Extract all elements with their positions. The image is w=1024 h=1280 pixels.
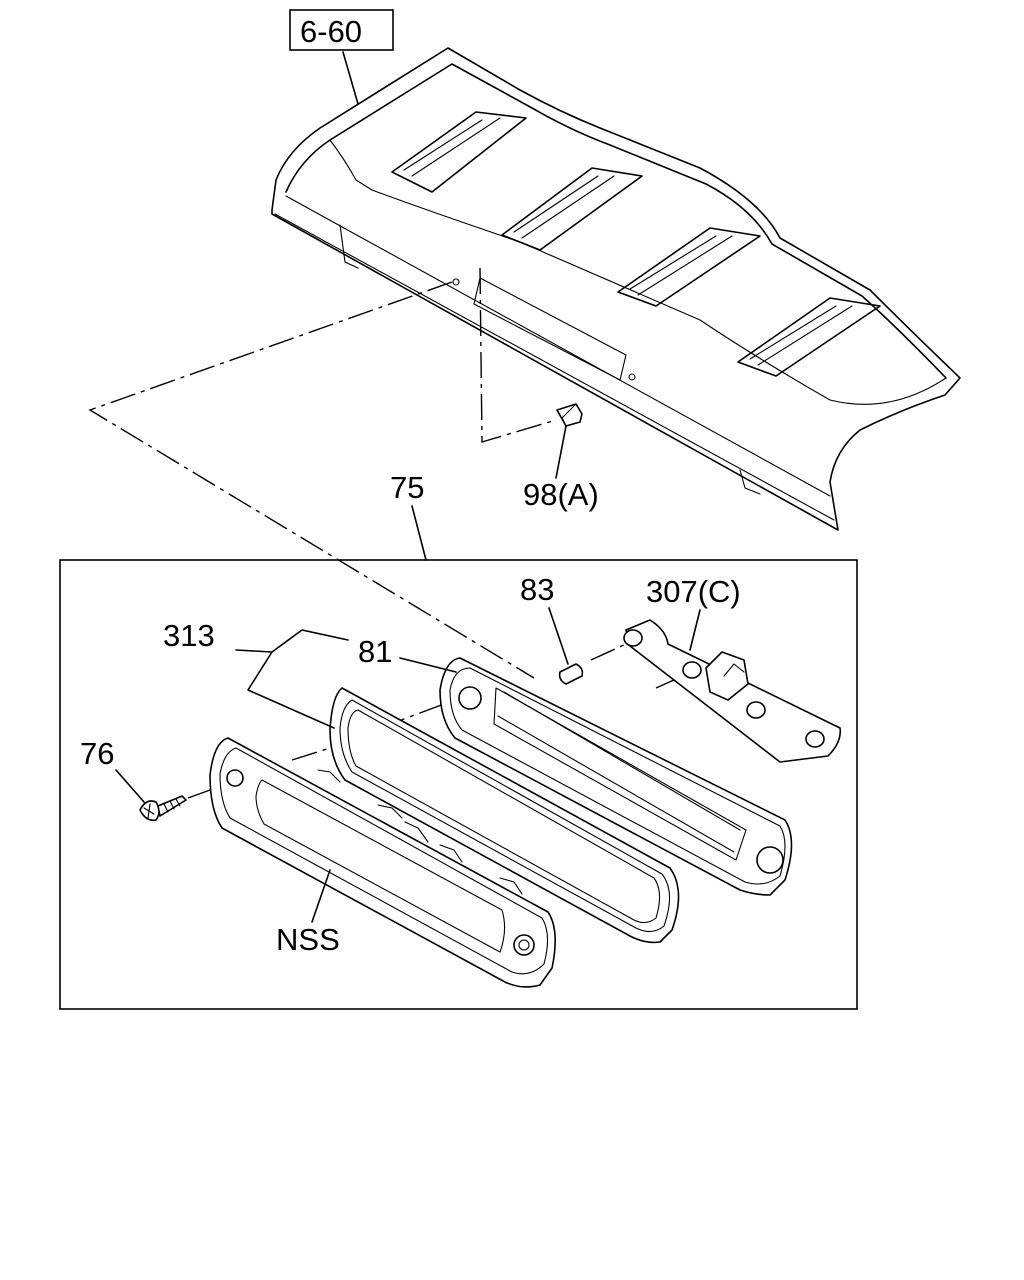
socket-harness-307: 307(C) (623, 574, 842, 763)
callout-81: 81 (358, 634, 392, 669)
assembly-leader-lines (88, 267, 755, 799)
callout-nss: NSS (276, 922, 340, 957)
assembly-frame (59, 559, 858, 1010)
shelf-rib (391, 111, 527, 193)
callout-76: 76 (80, 736, 114, 771)
shelf-rib (737, 297, 881, 377)
housing-81: 81 (358, 634, 793, 896)
callout-313: 313 (163, 618, 215, 653)
bulb-83: 83 (520, 572, 584, 685)
callout-75: 75 (390, 470, 424, 505)
lens-nss: NSS (209, 737, 556, 988)
callout-307: 307(C) (646, 574, 741, 609)
shelf-rib (617, 227, 761, 307)
gasket-313 (329, 687, 680, 944)
callout-83: 83 (520, 572, 554, 607)
reference-label: 6-60 (300, 14, 362, 49)
clip-fastener-98: 98(A) (523, 403, 599, 512)
callout-75-group: 75 (390, 470, 427, 561)
callout-98: 98(A) (523, 477, 599, 512)
callout-313-group: 313 (163, 618, 349, 729)
reference-callout-6-60: 6-60 (289, 9, 394, 105)
shelf-rib (501, 167, 643, 251)
screw-76: 76 (80, 736, 187, 822)
parcel-shelf (271, 47, 961, 531)
